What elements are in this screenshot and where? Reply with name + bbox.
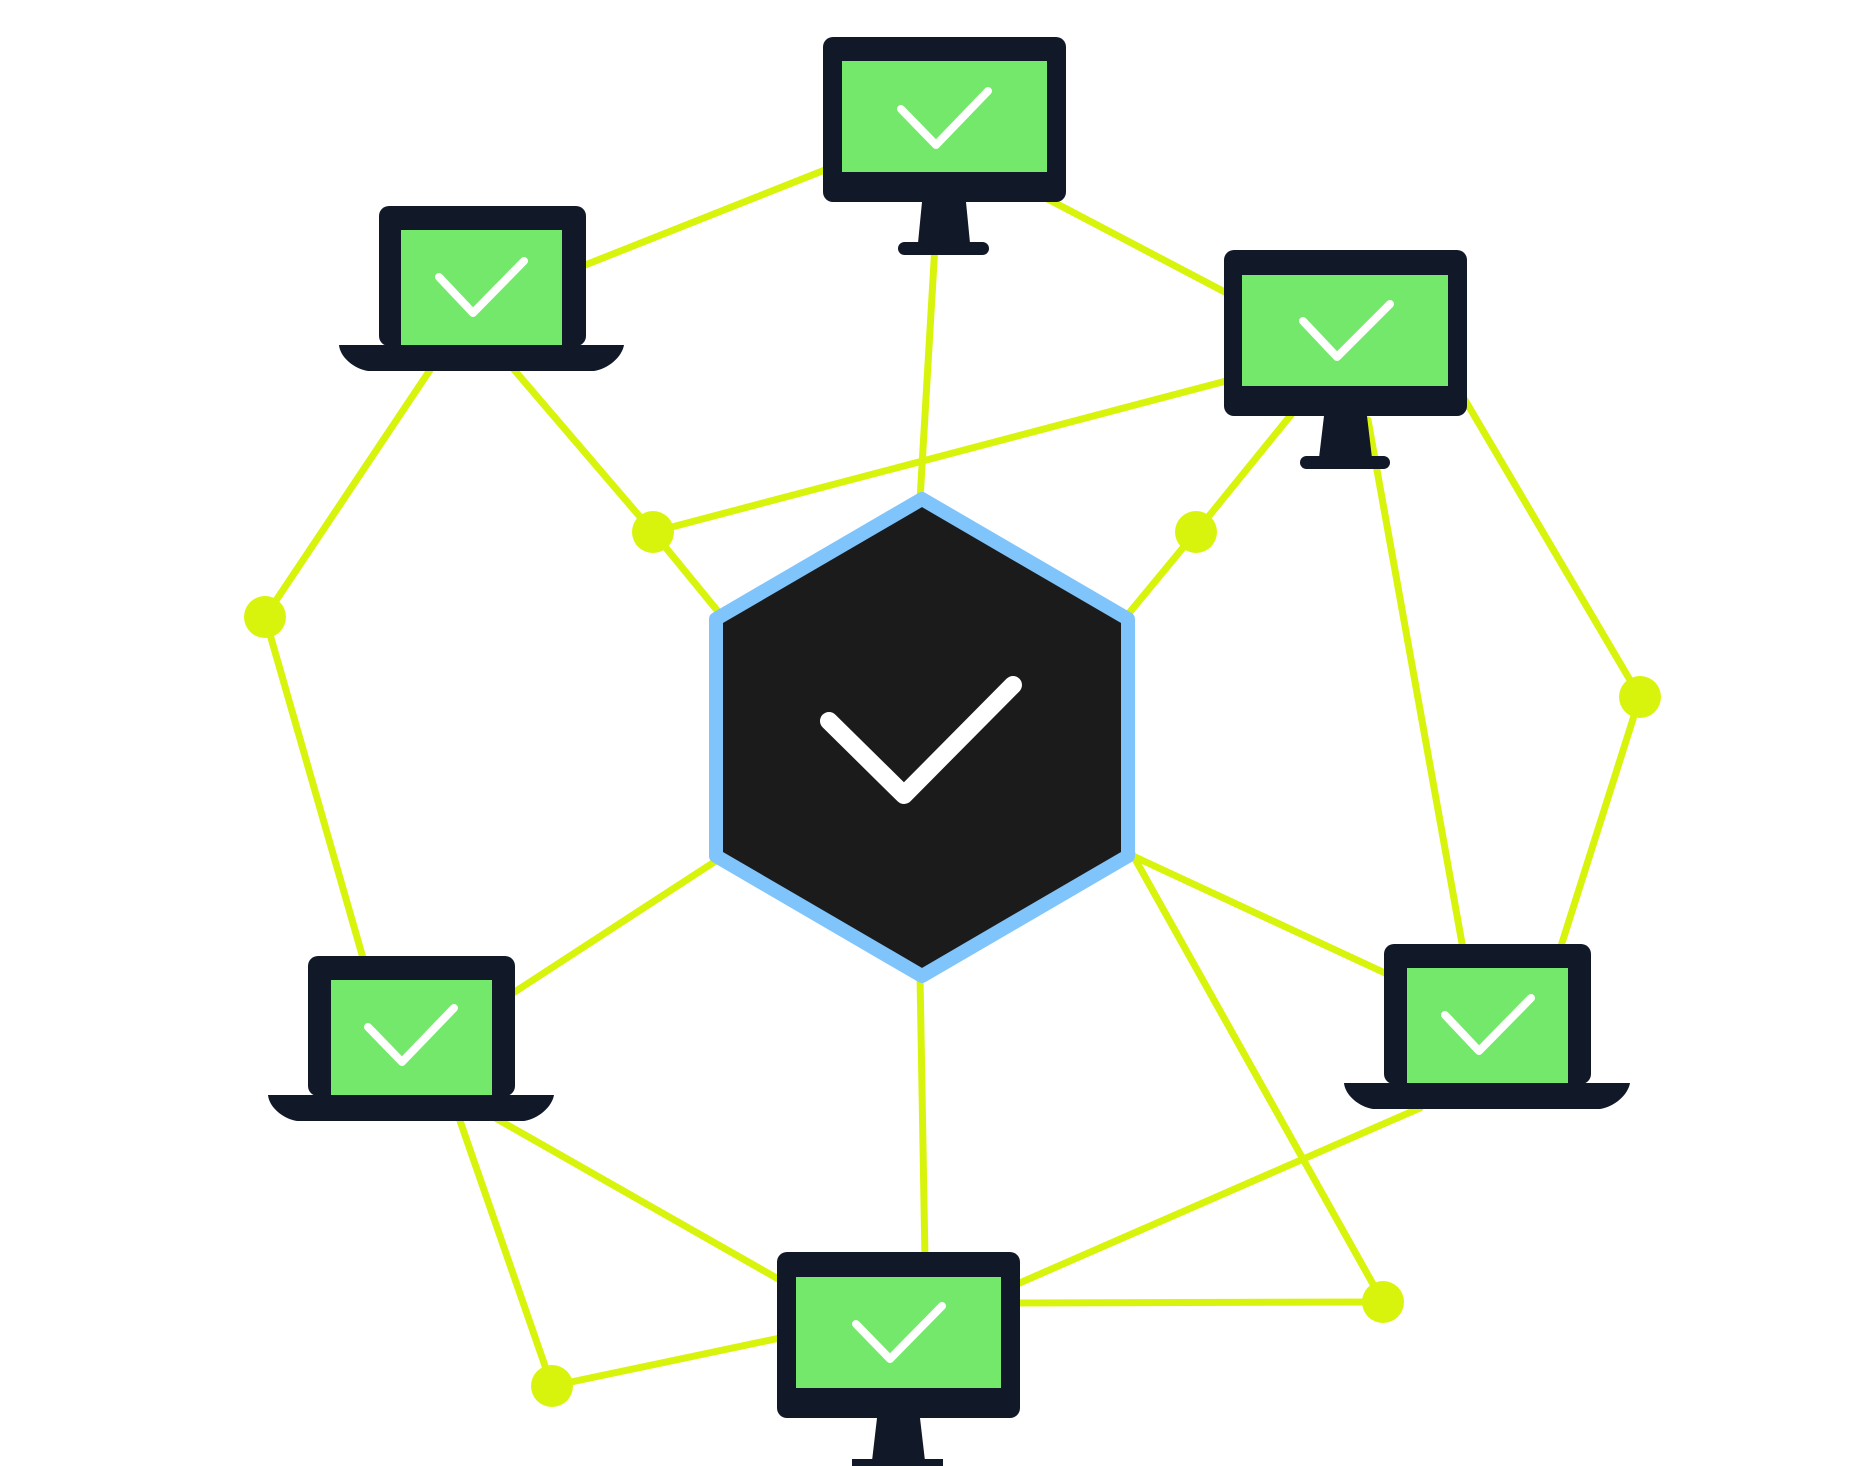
- relay-nodes: [244, 511, 1661, 1407]
- link-relay-b-to-laptop-ml: [261, 613, 369, 969]
- link-desktop-bottom-to-relay-e: [1011, 1298, 1387, 1307]
- laptop-middle-right: [1344, 944, 1630, 1109]
- desktop-bottom: [777, 1252, 1020, 1466]
- link-laptop-tl-to-desktop-top: [556, 156, 854, 279]
- checkmark-icon: [1441, 994, 1535, 1055]
- link-desktop-top-to-desktop-tr: [1036, 191, 1244, 304]
- link-laptop-tl-to-relay-a: [506, 361, 657, 536]
- checkmark-icon: [1299, 300, 1394, 361]
- link-desktop-tr-to-laptop-mr: [1364, 416, 1469, 964]
- link-hub-to-relay-e: [1126, 846, 1387, 1306]
- monitor-screen: [796, 1277, 1001, 1388]
- monitor-screen: [842, 61, 1047, 172]
- relay-node-d: [1619, 676, 1661, 718]
- link-desktop-tr-to-relay-d: [1461, 396, 1644, 701]
- relay-node-f: [531, 1365, 573, 1407]
- desktop-top: [823, 37, 1066, 255]
- checkmark-icon: [435, 257, 528, 317]
- monitor-base: [852, 1459, 943, 1466]
- monitor-neck: [918, 202, 970, 243]
- monitor-screen: [1242, 275, 1448, 386]
- central-hub: [709, 492, 1135, 983]
- laptop-screen: [331, 980, 492, 1096]
- checkmark-icon: [364, 1004, 458, 1066]
- link-desktop-tr-to-relay-c: [1192, 406, 1299, 536]
- link-relay-a-to-desktop-tr: [649, 376, 1234, 536]
- hub-hexagon: [709, 492, 1135, 983]
- laptop-keyboard-base: [1344, 1083, 1630, 1109]
- desktop-top-right: [1224, 250, 1467, 469]
- laptop-middle-left: [268, 956, 554, 1121]
- laptop-screen: [401, 230, 562, 346]
- link-hub-to-desktop-bottom: [916, 971, 929, 1264]
- link-hub-to-laptop-ml: [506, 851, 729, 999]
- monitor-neck: [1319, 416, 1372, 458]
- relay-node-b: [244, 596, 286, 638]
- link-hub-to-laptop-mr: [1116, 846, 1404, 984]
- laptop-keyboard-base: [268, 1095, 554, 1121]
- relay-node-a: [632, 511, 674, 553]
- link-laptop-tl-to-relay-b: [261, 366, 434, 621]
- monitor-base: [1300, 456, 1390, 469]
- laptop-keyboard-base: [339, 345, 624, 371]
- link-desktop-bottom-to-laptop-mr: [1011, 1104, 1424, 1289]
- checkmark-icon: [820, 676, 1022, 804]
- checkmark-icon: [897, 87, 992, 149]
- laptop-top-left: [339, 206, 624, 371]
- connection-lines: [261, 156, 1644, 1390]
- monitor-base: [898, 242, 989, 255]
- relay-node-e: [1362, 1281, 1404, 1323]
- link-laptop-ml-to-relay-f: [454, 1111, 556, 1390]
- link-laptop-ml-to-desktop-bottom: [486, 1111, 784, 1284]
- checkmark-icon: [852, 1302, 946, 1363]
- link-relay-f-to-desktop-bottom: [548, 1334, 784, 1390]
- link-relay-d-to-laptop-mr: [1551, 693, 1644, 969]
- relay-node-c: [1175, 511, 1217, 553]
- laptop-screen: [1407, 968, 1568, 1084]
- monitor-neck: [872, 1418, 925, 1461]
